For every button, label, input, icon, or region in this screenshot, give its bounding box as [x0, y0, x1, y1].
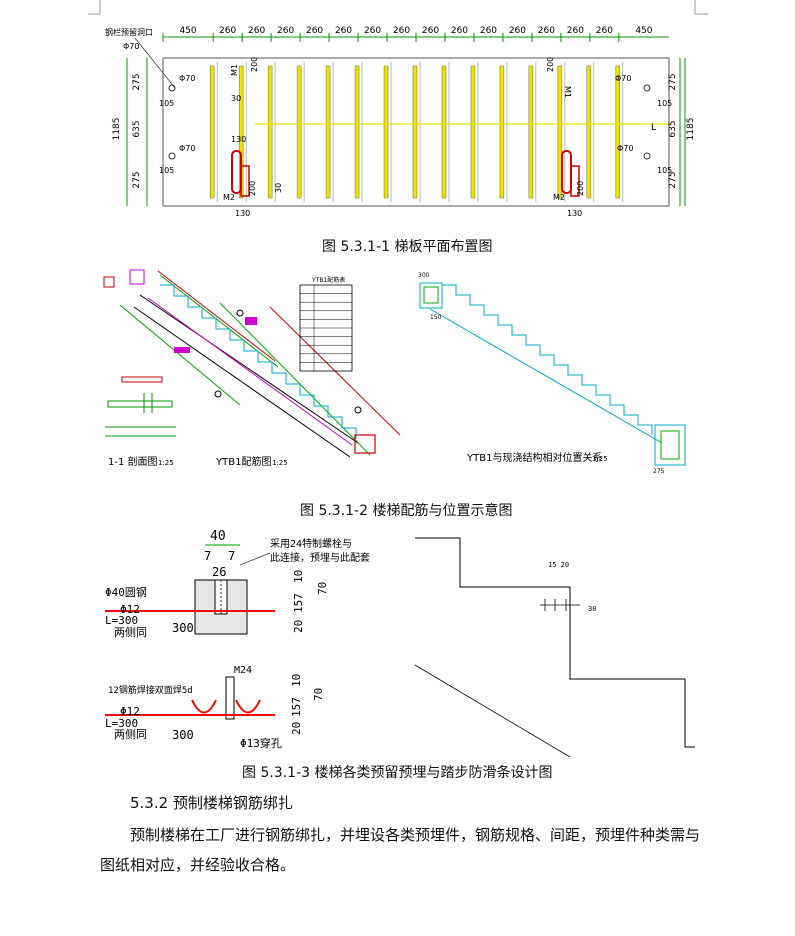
m2-left: M2	[223, 193, 235, 202]
d90200-right: 200	[576, 181, 585, 196]
phi70-top: Φ70	[123, 42, 139, 51]
rel-dim-150: 150	[430, 314, 442, 321]
sec-label: 1-1 剖面图	[108, 455, 158, 468]
d30-left1: 30	[231, 94, 241, 103]
left-dim-275b: 275	[132, 171, 142, 188]
section-body: 预制楼梯在工厂进行钢筋绑扎，并埋设各类预埋件，钢筋规格、间距，预埋件种类需与图纸…	[100, 826, 701, 874]
weld-note: 12钢筋焊接双面焊5d	[108, 684, 193, 696]
d105-r2: 105	[657, 166, 672, 175]
phi70-r2: Φ70	[617, 144, 633, 153]
top-dim-0: 450	[179, 26, 196, 36]
top-dim-7: 260	[393, 26, 410, 36]
phi12b: Φ12	[120, 705, 140, 718]
figure-reinforcement: 1-1 剖面图 1:25 YTB1配筋图 1:25 YTB1配筋表 300 15…	[103, 269, 686, 475]
phi70-l1: Φ70	[179, 74, 195, 83]
d157a: 157	[292, 593, 305, 613]
fig2-caption: 图 5.3.1-2 楼梯配筋与位置示意图	[300, 503, 513, 519]
fig3-caption: 图 5.3.1-3 楼梯各类预留预埋与踏步防滑条设计图	[242, 765, 553, 781]
d20a: 20	[292, 620, 305, 633]
hole-label: 钢栏预留洞口	[105, 27, 153, 37]
left-dim-275a: 275	[132, 73, 142, 90]
top-dim-12: 260	[538, 26, 555, 36]
label-L: L	[651, 123, 656, 133]
note2: 此连接，预埋与此配套	[270, 551, 370, 564]
d200-right: 200	[546, 57, 555, 72]
overall-dim-left: 1185	[112, 118, 122, 141]
rel-dim-275: 275	[653, 468, 665, 475]
d7a: 7	[204, 549, 211, 563]
d200-left: 200	[250, 57, 259, 72]
figure-stair-plan: 450 260 260 260 260 260 260 260 260 260 260 260 260 2…	[105, 26, 696, 218]
top-dim-5: 260	[335, 26, 352, 36]
top-dim-6: 260	[364, 26, 381, 36]
top-dim-14: 260	[596, 26, 613, 36]
d30-left3: 30	[274, 183, 283, 193]
d10a: 10	[292, 570, 305, 583]
d157b: 157	[290, 697, 303, 717]
sec-scale: 1:25	[158, 459, 174, 467]
m1-left: M1	[230, 64, 239, 76]
top-dim-10: 260	[480, 26, 497, 36]
d130-left: 130	[235, 209, 250, 218]
left-dim-635: 635	[132, 120, 142, 137]
rel-label: YTB1与现浇结构相对位置关系	[466, 451, 602, 464]
d70b: 70	[312, 688, 325, 701]
d130-right: 130	[567, 209, 582, 218]
anti-dims: 15 20	[548, 561, 569, 569]
phi70-l2: Φ70	[179, 144, 195, 153]
top-dim-8: 260	[422, 26, 439, 36]
top-dim-13: 260	[567, 26, 584, 36]
top-dim-4: 260	[306, 26, 323, 36]
top-dim-11: 260	[509, 26, 526, 36]
d105-l2: 105	[159, 166, 174, 175]
rebar-strips	[209, 62, 624, 202]
phi40: Φ40圆钢	[105, 586, 147, 599]
both-b: 两侧同	[114, 728, 147, 741]
section-heading: 5.3.2 预制楼梯钢筋绑扎	[130, 794, 293, 812]
L300b: L=300	[105, 717, 138, 730]
phi70-r1: Φ70	[615, 74, 631, 83]
d30-left2: 130	[231, 135, 246, 144]
figure-embedded-parts: 40 7 7 26 采用24特制螺栓与 此连接，预埋与此配套 Φ40圆钢 Φ12…	[105, 529, 695, 757]
overall-dim-right: 1185	[686, 118, 696, 141]
d70a: 70	[316, 582, 329, 595]
anti-30: 30	[588, 605, 596, 613]
d300b: 300	[172, 728, 194, 742]
phi12a: Φ12	[120, 603, 140, 616]
d300a: 300	[172, 621, 194, 635]
top-dim-9: 260	[451, 26, 468, 36]
fig1-caption: 图 5.3.1-1 梯板平面布置图	[322, 239, 493, 255]
d90200-left: 200	[248, 181, 257, 196]
m1-right: M1	[563, 86, 572, 98]
ytb-label: YTB1配筋图	[215, 455, 271, 468]
rebar-table-rows	[300, 285, 352, 371]
d7b: 7	[228, 549, 235, 563]
rel-scale: 1:25	[592, 455, 608, 463]
rel-dim-300: 300	[418, 272, 430, 279]
page-corner-marks	[88, 0, 708, 15]
d10b: 10	[290, 674, 303, 687]
d105-l1: 105	[159, 99, 174, 108]
m2-right: M2	[553, 193, 565, 202]
top-dim-15: 450	[635, 26, 652, 36]
d20b: 20	[290, 722, 303, 735]
L300a: L=300	[105, 614, 138, 627]
table-title: YTB1配筋表	[311, 276, 345, 284]
d26: 26	[212, 565, 226, 579]
both-a: 两侧同	[114, 626, 147, 639]
right-dim-275a: 275	[668, 73, 678, 90]
top-dim-2: 260	[248, 26, 265, 36]
ytb-scale: 1:25	[272, 459, 288, 467]
note1: 采用24特制螺栓与	[270, 537, 352, 550]
top-dim-3: 260	[277, 26, 294, 36]
d40: 40	[210, 529, 226, 544]
phi13: Φ13穿孔	[240, 736, 282, 750]
top-dim-1: 260	[219, 26, 236, 36]
top-dimension-labels: 450 260 260 260 260 260 260 260 260 260 260 260 260 2…	[162, 26, 653, 42]
right-dim-275b: 275	[668, 171, 678, 188]
right-dim-635: 635	[668, 120, 678, 137]
d105-r1: 105	[657, 99, 672, 108]
m24: M24	[234, 665, 252, 676]
